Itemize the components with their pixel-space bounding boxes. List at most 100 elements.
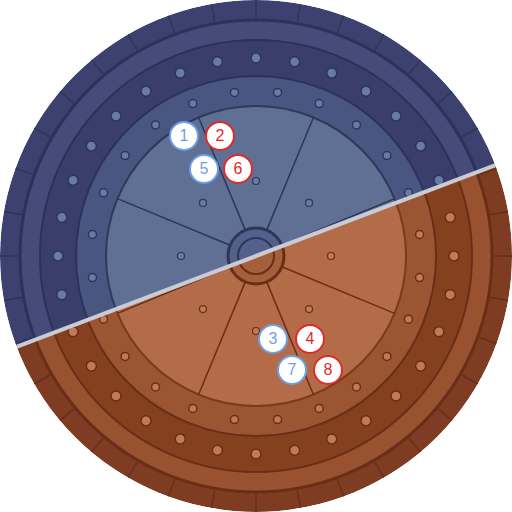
floor-stud [57,290,67,300]
rim-segment [492,255,512,257]
marker-number: 7 [288,362,297,378]
floor-stud [57,290,67,300]
floor-stud [416,361,426,371]
floor-stud [315,100,323,108]
floor-stud [88,230,96,238]
floor-stud [449,251,459,261]
marker-number: 2 [216,128,225,144]
rim-segment [437,408,452,421]
floor-stud [416,274,424,282]
rim-segment [0,255,20,257]
rim-segment [60,91,75,104]
rim-segment [15,168,34,175]
rim-segment [34,128,51,138]
floor-stud [199,199,206,206]
floor-stud [253,178,260,185]
floor-stud [53,251,63,261]
rim-segment [297,4,300,24]
floor-stud [416,141,426,151]
player-marker: 3 [258,324,288,354]
player-marker: 5 [189,154,219,184]
rim-segment [437,91,452,104]
rim-segment [255,0,257,20]
floor-stud [212,445,222,455]
floor-stud [361,416,371,426]
floor-stud [290,445,300,455]
floor-stud [327,68,337,78]
floor-stud [290,445,300,455]
floor-stud [230,416,238,424]
rim-segment [212,488,215,508]
floor-stud [445,290,455,300]
floor-stud [315,404,323,412]
rim-segment [128,34,138,51]
floor-stud [328,253,335,260]
floor-stud [175,68,185,78]
floor-stud [121,352,129,360]
floor-spoke [282,267,395,314]
floor-stud [328,253,335,260]
rim-segment [374,34,384,51]
floor-stud [315,100,323,108]
floor-stud [383,152,391,160]
floor-stud [100,189,108,197]
rim-segment [212,4,215,24]
floor-stud [121,152,129,160]
floor-stud [449,251,459,261]
floor-stud [352,121,360,129]
floor-stud [361,86,371,96]
floor-stud [445,212,455,222]
rim-segment [168,15,175,34]
floor-stud [100,189,108,197]
floor-stud [315,404,323,412]
floor-stud [111,111,121,121]
floor-stud [189,404,197,412]
rim-segment [91,60,104,75]
floor-stud [416,230,424,238]
rim-segment [460,374,477,384]
floor-stud [178,253,185,260]
floor-stud [274,88,282,96]
floor-stud [141,86,151,96]
floor-stud [327,68,337,78]
floor-stud [57,212,67,222]
floor-stud [141,416,151,426]
floor-stud [383,352,391,360]
rim-segment [168,15,175,34]
rim-segment [437,91,452,104]
player-marker: 7 [277,355,307,385]
floor-spoke [199,117,246,230]
floor-stud [88,274,96,282]
floor-stud [306,306,313,313]
rim-segment [34,128,51,138]
floor-stud [199,199,206,206]
floor-stud [352,121,360,129]
rim-segment [212,4,215,24]
floor-stud [434,327,444,337]
rim-segment [492,255,512,257]
floor-stud [230,416,238,424]
floor-stud [68,175,78,185]
floor-stud [175,434,185,444]
floor-stud [86,361,96,371]
floor-stud [251,449,261,459]
floor-stud [274,416,282,424]
floor-stud [121,352,129,360]
rim-segment [60,91,75,104]
floor-stud [416,141,426,151]
floor-spoke [267,117,314,230]
player-marker: 1 [169,121,199,151]
floor-stud [416,361,426,371]
rim-segment [374,34,384,51]
floor-stud [152,383,160,391]
floor-stud [111,111,121,121]
rim-segment [488,212,508,215]
rim-segment [0,255,20,257]
rim-segment [60,408,75,421]
floor-stud [251,449,261,459]
floor-stud [274,416,282,424]
rim-segment [255,0,257,20]
floor-spoke [117,199,230,246]
